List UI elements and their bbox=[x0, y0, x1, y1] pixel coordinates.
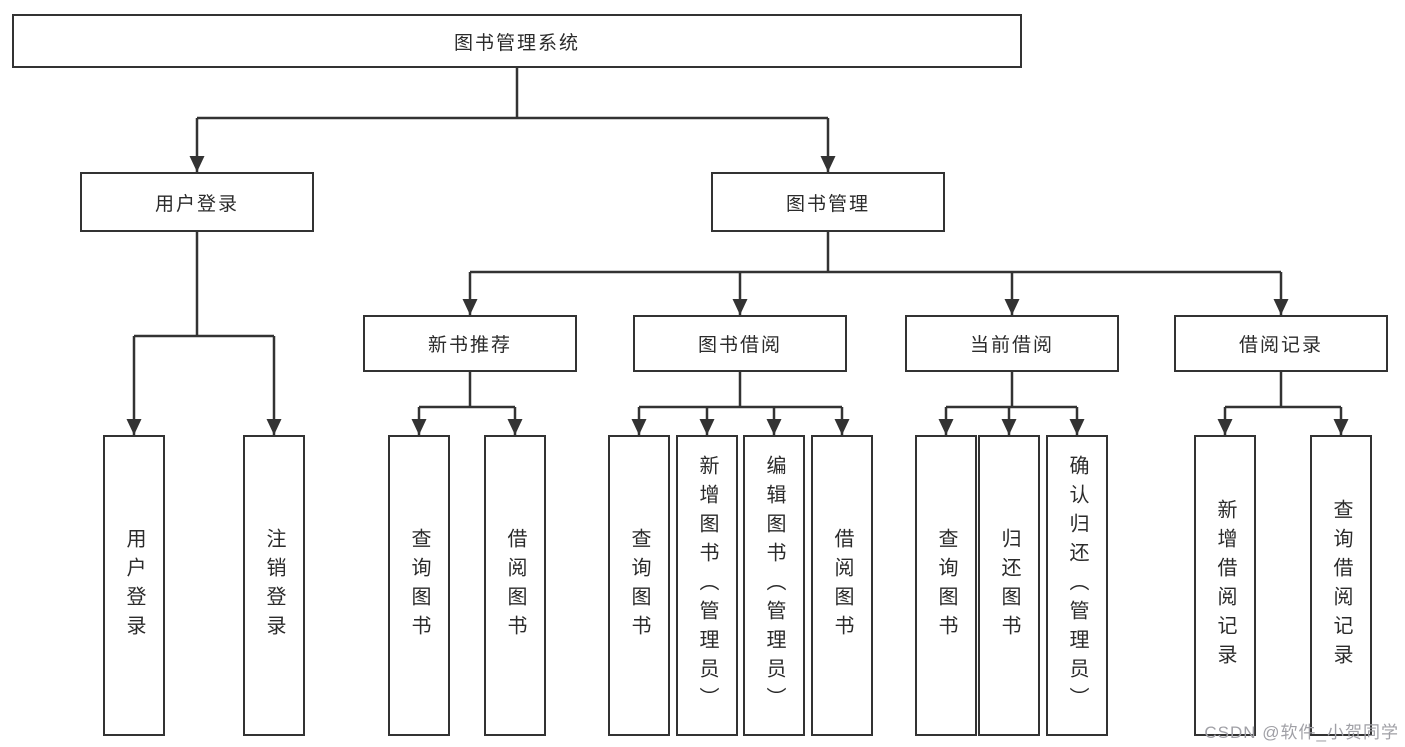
leaf-bb-query-books: 查询图书 bbox=[608, 435, 670, 736]
leaf-user-login: 用户登录 bbox=[103, 435, 165, 736]
node-root-label: 图书管理系统 bbox=[453, 32, 580, 54]
leaf-cb-confirm-return-admin: 确认归还（管理员） bbox=[1046, 435, 1108, 736]
node-user-login: 用户登录 bbox=[80, 172, 314, 232]
connector-borrowrecords-to-leaves bbox=[1223, 372, 1343, 435]
leaf-bb-add-books-admin-label: 新增图书（管理员） bbox=[696, 455, 718, 716]
node-new-book-recommend: 新书推荐 bbox=[363, 315, 577, 372]
node-root: 图书管理系统 bbox=[12, 14, 1022, 68]
leaf-bb-query-books-label: 查询图书 bbox=[628, 527, 650, 644]
leaf-cb-return-books: 归还图书 bbox=[978, 435, 1040, 736]
leaf-nbr-query-books: 查询图书 bbox=[388, 435, 450, 736]
leaf-br-add-record: 新增借阅记录 bbox=[1194, 435, 1256, 736]
leaf-bb-edit-books-admin: 编辑图书（管理员） bbox=[743, 435, 805, 736]
connector-userlogin-to-leaves bbox=[132, 232, 276, 435]
leaf-br-add-record-label: 新增借阅记录 bbox=[1214, 498, 1236, 673]
connector-bookborrow-to-leaves bbox=[637, 372, 844, 435]
leaf-cb-query-books: 查询图书 bbox=[915, 435, 977, 736]
leaf-nbr-query-books-label: 查询图书 bbox=[408, 527, 430, 644]
leaf-cb-query-books-label: 查询图书 bbox=[935, 527, 957, 644]
node-borrow-records: 借阅记录 bbox=[1174, 315, 1388, 372]
node-book-borrow-label: 图书借阅 bbox=[697, 335, 782, 356]
leaf-bb-borrow-books-label: 借阅图书 bbox=[831, 527, 853, 644]
leaf-br-query-record-label: 查询借阅记录 bbox=[1330, 498, 1352, 673]
connector-newbookrec-to-leaves bbox=[417, 372, 517, 435]
leaf-logout-label: 注销登录 bbox=[263, 527, 285, 644]
leaf-cb-confirm-return-admin-label: 确认归还（管理员） bbox=[1066, 455, 1088, 716]
arrowheads bbox=[126, 156, 1349, 435]
leaf-nbr-borrow-books: 借阅图书 bbox=[484, 435, 546, 736]
node-current-borrow-label: 当前借阅 bbox=[969, 335, 1054, 356]
leaf-cb-return-books-label: 归还图书 bbox=[998, 527, 1020, 644]
leaf-user-login-label: 用户登录 bbox=[123, 527, 145, 644]
node-borrow-records-label: 借阅记录 bbox=[1238, 335, 1323, 356]
leaf-bb-add-books-admin: 新增图书（管理员） bbox=[676, 435, 738, 736]
csdn-watermark: CSDN @软件_小贺同学 bbox=[1204, 723, 1399, 742]
leaf-bb-edit-books-admin-label: 编辑图书（管理员） bbox=[763, 455, 785, 716]
connector-bookmgmt-to-level3 bbox=[468, 232, 1283, 315]
connector-root-to-level2 bbox=[195, 68, 830, 172]
node-book-management-label: 图书管理 bbox=[785, 193, 870, 215]
node-book-management: 图书管理 bbox=[711, 172, 945, 232]
leaf-bb-borrow-books: 借阅图书 bbox=[811, 435, 873, 736]
leaf-nbr-borrow-books-label: 借阅图书 bbox=[504, 527, 526, 644]
node-new-book-recommend-label: 新书推荐 bbox=[427, 335, 512, 356]
node-current-borrow: 当前借阅 bbox=[905, 315, 1119, 372]
leaf-logout: 注销登录 bbox=[243, 435, 305, 736]
node-book-borrow: 图书借阅 bbox=[633, 315, 847, 372]
node-user-login-label: 用户登录 bbox=[154, 193, 239, 215]
leaf-br-query-record: 查询借阅记录 bbox=[1310, 435, 1372, 736]
